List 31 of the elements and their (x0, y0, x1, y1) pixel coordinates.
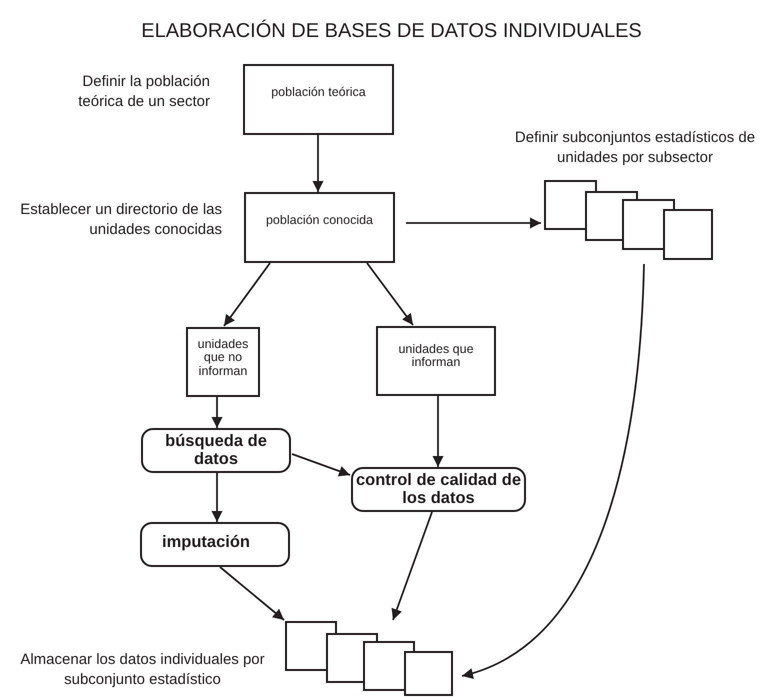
step-description: Almacenar los datos individuales por subconjunto estadístico (19, 650, 266, 689)
step-description: Definir la población teórica de un sector (77, 72, 210, 111)
arrow (366, 262, 414, 326)
node-label: unidades que informan (397, 342, 475, 370)
page-stack (544, 180, 714, 261)
arrow (219, 566, 285, 621)
arrow (462, 264, 645, 678)
node-label: imputación (162, 534, 250, 552)
page-stack (285, 621, 455, 697)
arrow (432, 396, 444, 467)
node-label: control de calidad de los datos (354, 472, 522, 507)
node-label: población teórica (271, 86, 366, 100)
process-box (244, 192, 395, 263)
arrow (312, 135, 324, 192)
process-box (243, 64, 394, 135)
diagram-title: ELABORACIÓN DE BASES DE DATOS INDIVIDUALES (140, 20, 643, 43)
arrow (392, 512, 433, 620)
arrow (212, 473, 222, 522)
arrow (406, 218, 541, 228)
process-box (186, 327, 260, 397)
process-box (376, 326, 496, 396)
node-label: unidades que no informan (196, 338, 250, 378)
arrow (223, 262, 271, 327)
arrow (292, 453, 350, 476)
step-description: Definir subconjuntos estadísticos de unidades por subsector (514, 128, 756, 167)
node-label: búsqueda de datos (164, 433, 268, 468)
arrow (212, 397, 222, 428)
rounded-process-box (140, 522, 290, 567)
rounded-process-box (141, 428, 291, 473)
node-label: población conocida (266, 214, 374, 228)
step-description: Establecer un directorio de las unidades conocidas (19, 200, 222, 239)
